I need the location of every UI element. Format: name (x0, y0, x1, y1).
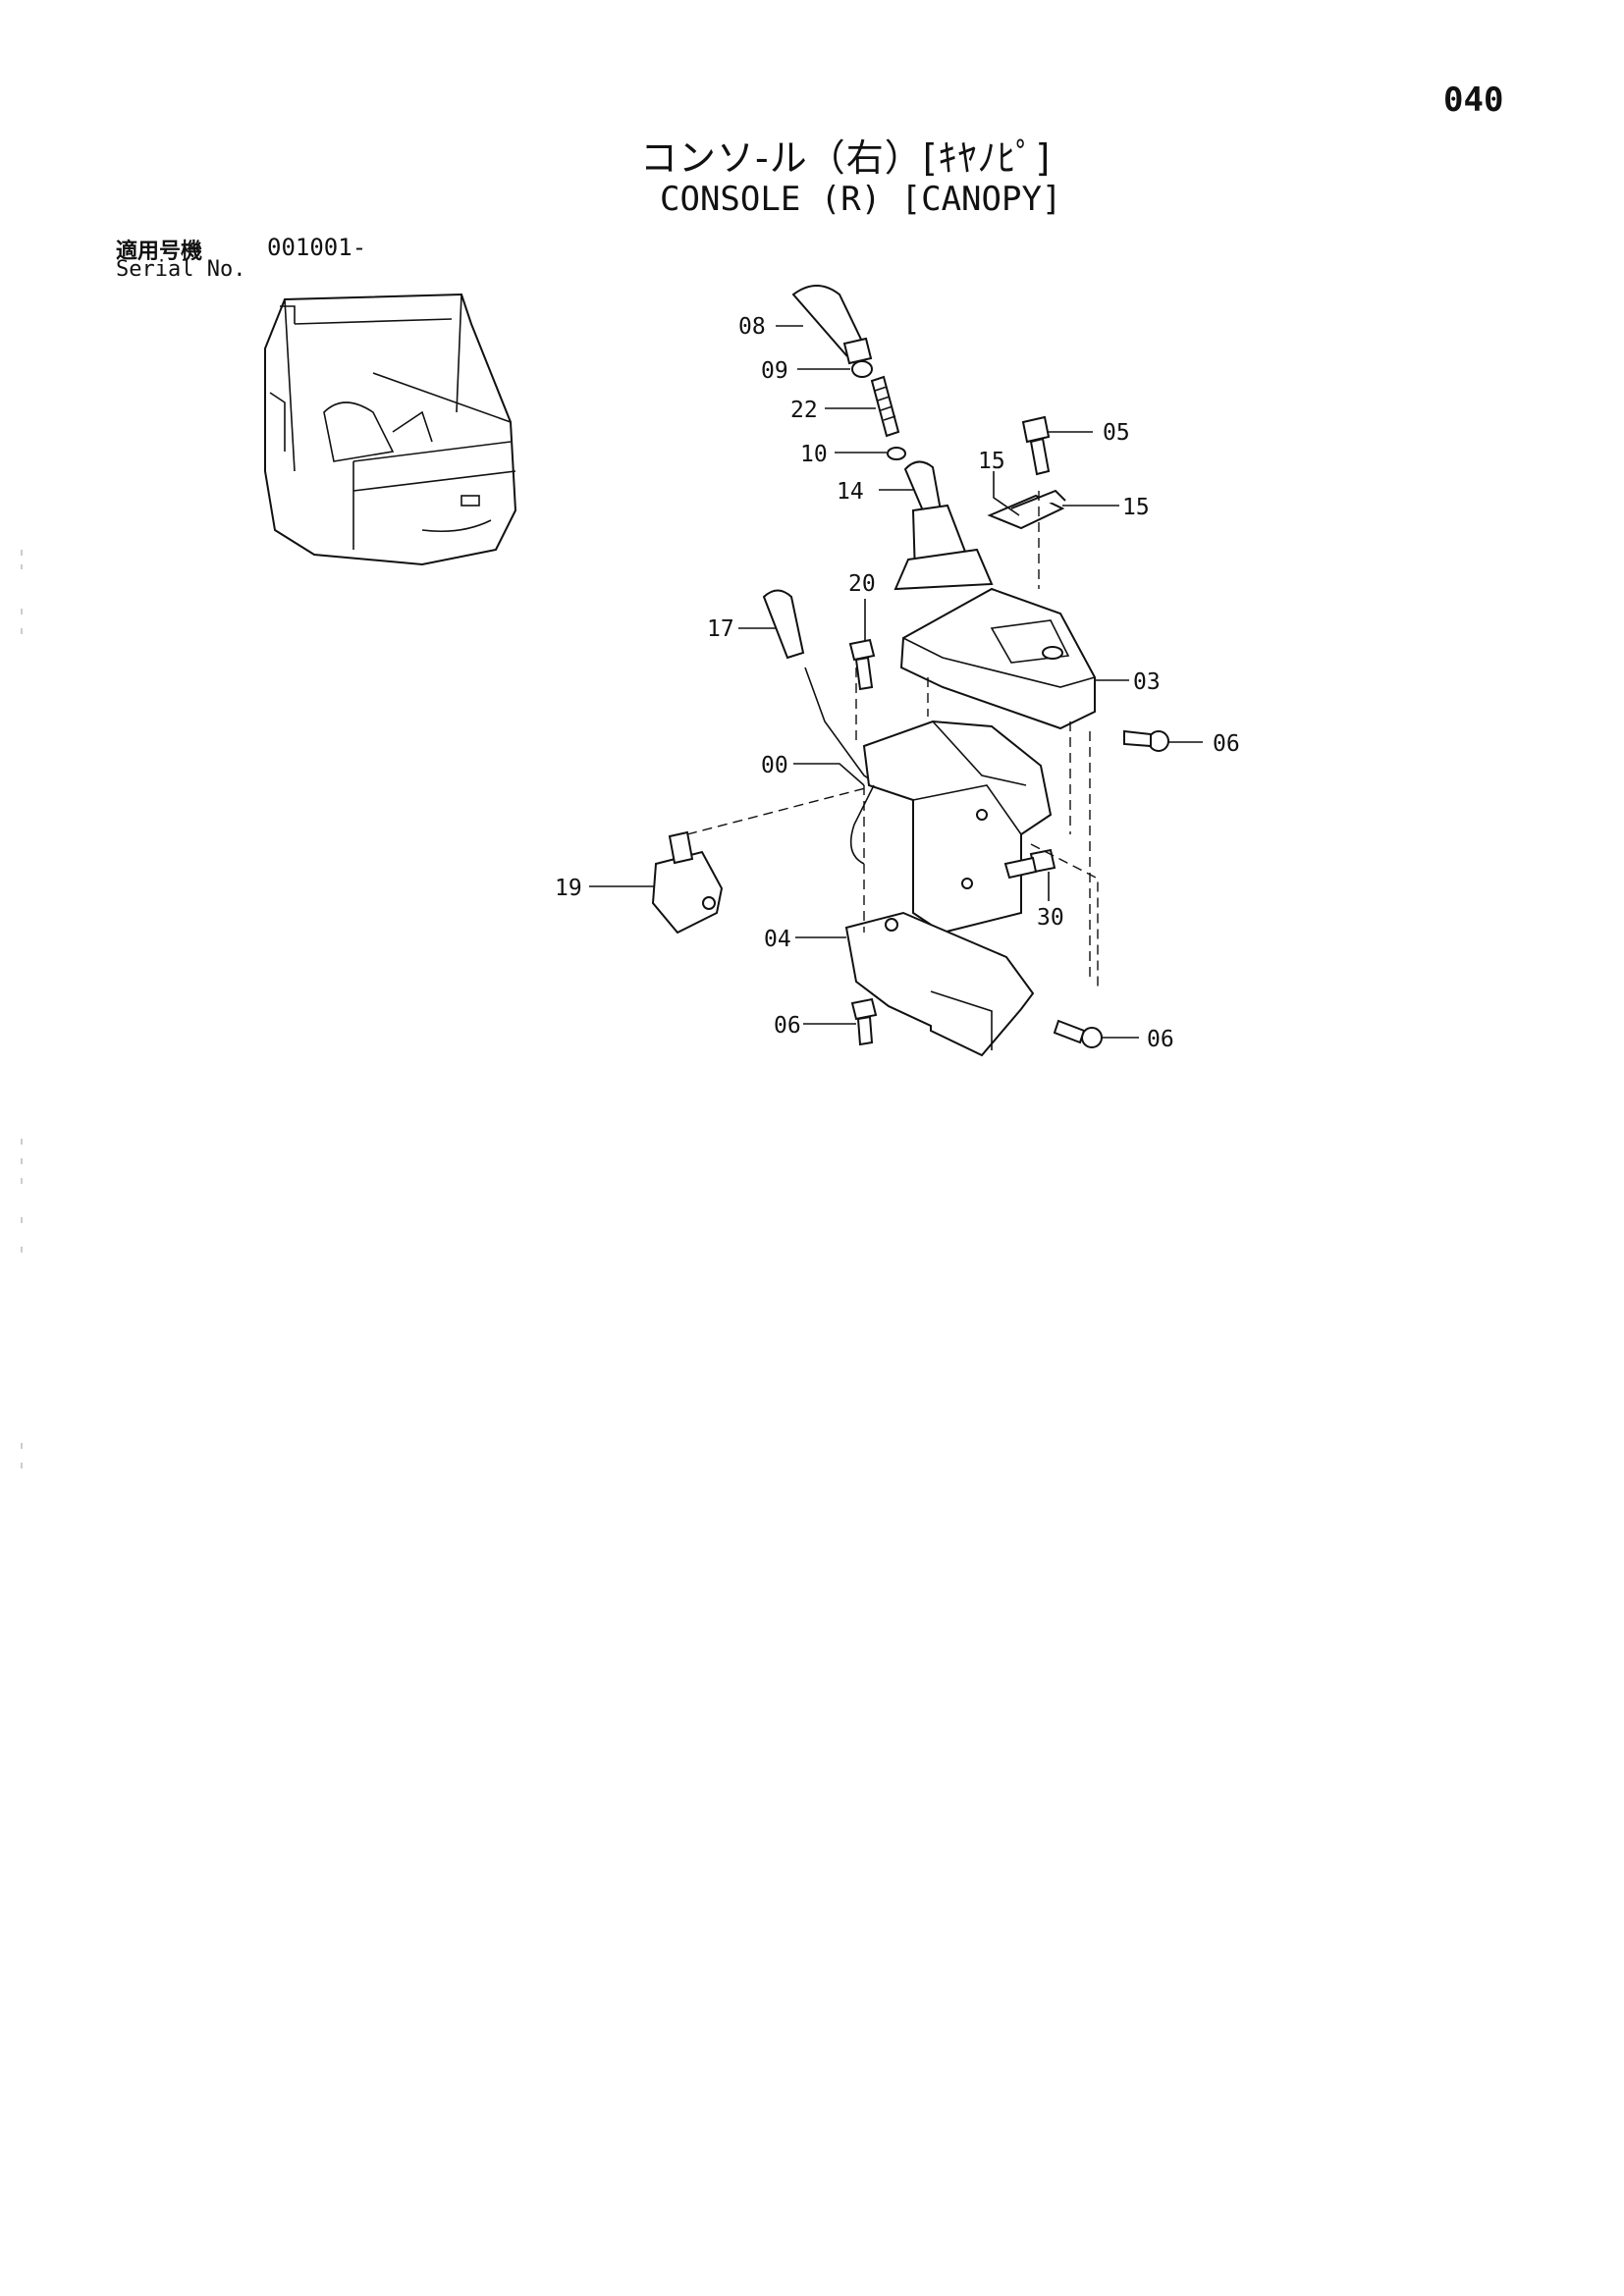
part-04-lower-cover (844, 911, 1035, 1057)
callout-14: 14 (837, 479, 864, 505)
part-20-bolt (848, 638, 876, 691)
part-06-bolt-lower-left (850, 997, 878, 1046)
part-00-console-body (804, 667, 1053, 934)
callout-06-lower-left: 06 (774, 1013, 801, 1039)
part-09-nut (851, 360, 873, 378)
callout-09: 09 (761, 358, 788, 384)
serial-label-japanese: 適用号機 (116, 240, 203, 264)
callout-06-lower-right: 06 (1147, 1027, 1174, 1052)
part-06-bolt-upper (1123, 729, 1169, 752)
machine-location-thumbnail (264, 293, 517, 566)
callout-06-upper: 06 (1213, 731, 1240, 757)
page-title-japanese: コンソ-ル（右）[ｷﾔﾉﾋﾟ] (640, 136, 1052, 180)
callout-22: 22 (790, 398, 818, 423)
callout-05: 05 (1103, 420, 1130, 446)
part-17-knob (762, 589, 805, 660)
callout-10: 10 (800, 442, 828, 467)
callout-30: 30 (1037, 905, 1064, 931)
part-19-switch (651, 830, 724, 934)
serial-number-value: 001001- (267, 234, 367, 261)
callout-04: 04 (764, 927, 791, 952)
part-30-bolt (1003, 848, 1056, 880)
part-22-spring (870, 375, 900, 438)
part-08-grip (791, 285, 873, 365)
callout-17: 17 (707, 616, 734, 642)
callout-00: 00 (761, 753, 788, 778)
callout-labels: 08 09 22 10 14 05 15 15 20 17 03 06 00 1… (555, 314, 1240, 1052)
part-10-washer (887, 447, 906, 460)
page-title-english: CONSOLE (R) [CANOPY] (660, 180, 1062, 219)
callout-15-lower: 15 (1122, 495, 1150, 520)
callout-03: 03 (1133, 669, 1161, 695)
callout-20: 20 (848, 571, 876, 597)
part-15-plates (987, 489, 1066, 530)
part-06-bolt-lower-right (1053, 1019, 1103, 1048)
part-05-bolt (1021, 415, 1051, 476)
serial-label-english: Serial No. (116, 257, 246, 282)
part-14-lever (893, 460, 994, 591)
page-number: 040 (1443, 80, 1504, 120)
callout-08: 08 (738, 314, 766, 340)
assembly-dashed-lines (686, 491, 1099, 987)
part-03-top-cover (899, 587, 1096, 730)
callout-15-upper: 15 (978, 449, 1005, 474)
callout-leader-lines (589, 325, 1203, 1039)
callout-19: 19 (555, 876, 582, 901)
